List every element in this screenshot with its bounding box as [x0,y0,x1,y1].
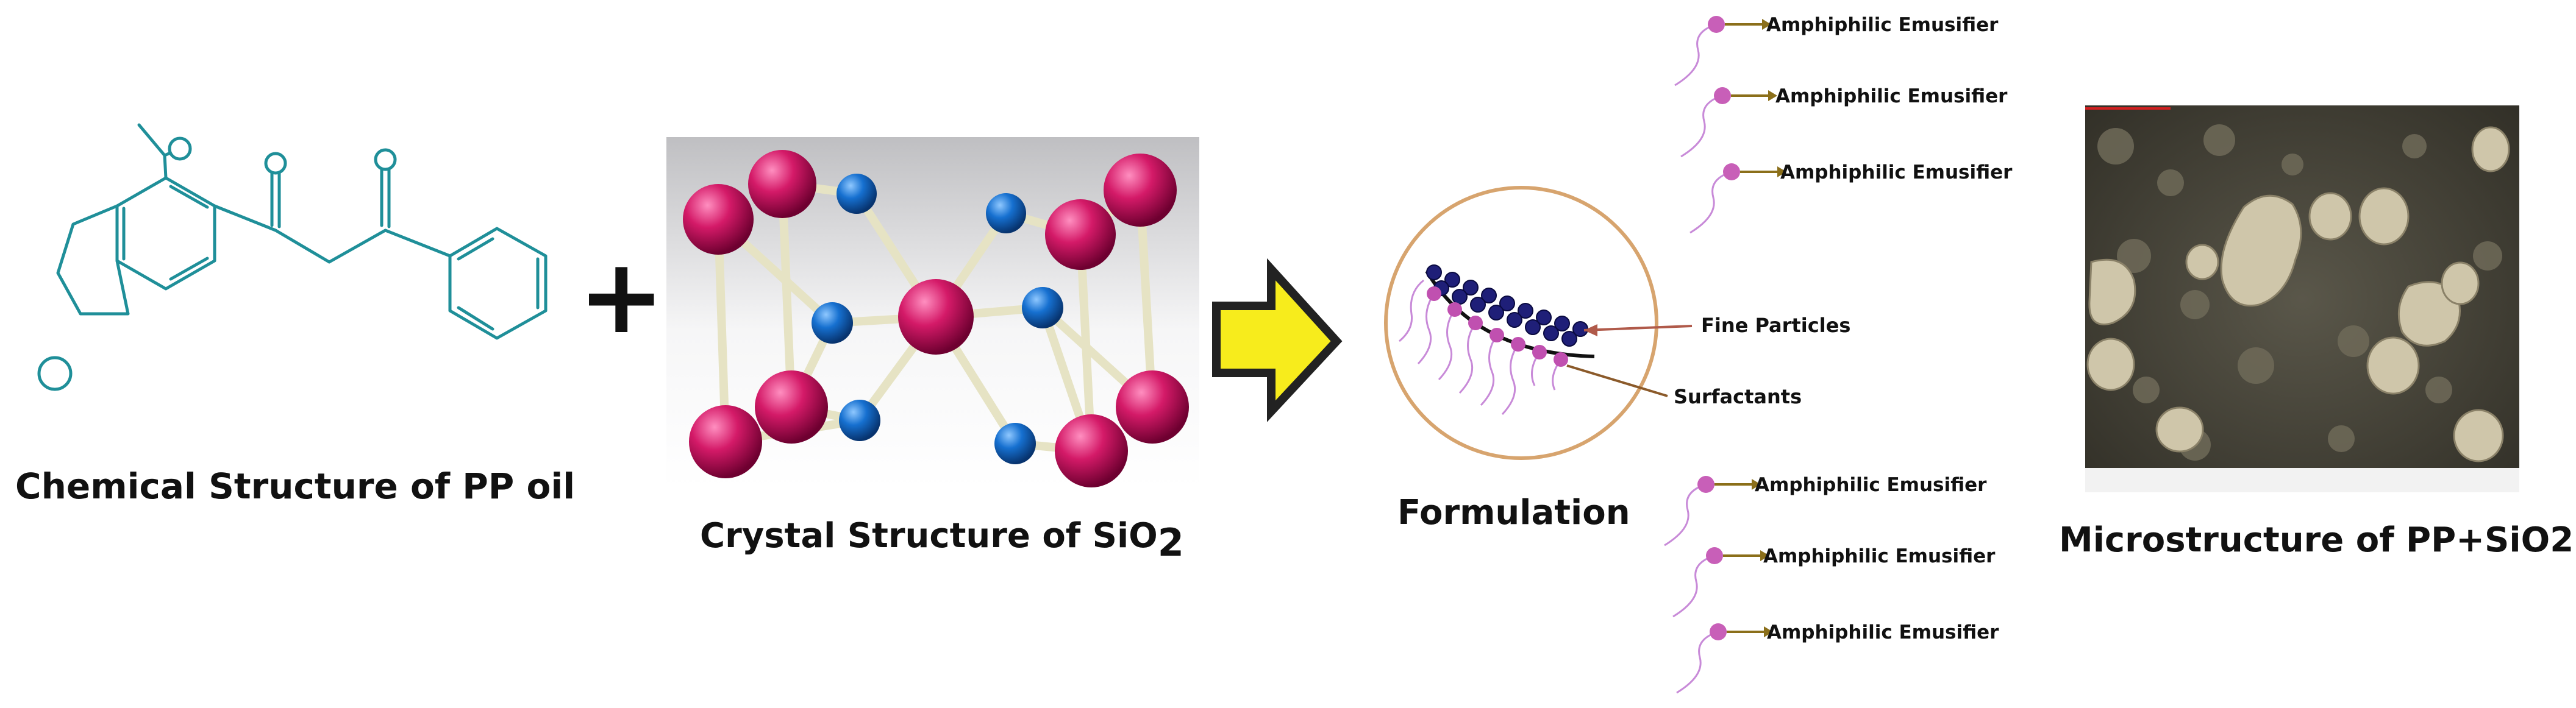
oxygen-atoms [683,150,1189,487]
caption-sio2-subscript: 2 [1158,520,1184,565]
emulsifier-top-2: Amphiphilic Emusifier [1680,85,2008,158]
surfactant-heads [1427,286,1568,367]
emulsifier-label: Amphiphilic Emusifier [1767,621,1999,643]
caption-formulation: Formulation [1397,493,1630,533]
droplets [2086,126,2510,462]
caption-sio2-main: Crystal Structure of SiO [700,516,1158,556]
emulsifier-label: Amphiphilic Emusifier [1775,85,2008,107]
emulsifier-label: Amphiphilic Emusifier [1755,474,1987,496]
micrograph-texture [2097,124,2502,461]
emulsifier-label: Amphiphilic Emusifier [1780,161,2013,183]
fine-particles-pointer [1583,325,1693,331]
plus-sign: + [578,236,665,357]
formulation-circle [1384,186,1693,460]
emulsifier-top-1: Amphiphilic Emusifier [1674,14,1999,87]
label-surfactants: Surfactants [1674,385,1802,408]
fine-particle-row [1426,264,1588,347]
label-fine-particles: Fine Particles [1701,314,1850,337]
crystal-structure [666,137,1199,489]
emulsifier-bottom-2: Amphiphilic Emusifier [1672,545,1996,618]
emulsifier-bottom-1: Amphiphilic Emusifier [1664,474,1987,547]
silicon-atoms [812,174,1063,464]
emulsifier-label: Amphiphilic Emusifier [1763,545,1996,567]
caption-pp-oil: Chemical Structure of PP oil [15,466,575,507]
emulsifier-label: Amphiphilic Emusifier [1766,14,1999,36]
caption-microstructure: Microstructure of PP+SiO2 [2059,520,2574,560]
process-arrow [1212,258,1343,422]
caption-sio2: Crystal Structure of SiO2 [700,516,1184,565]
emulsifier-top-3: Amphiphilic Emusifier [1689,161,2013,234]
pp-oil-molecule [56,123,548,340]
oxygen-markers [37,136,397,391]
micrograph [2085,105,2519,492]
emulsifier-bottom-3: Amphiphilic Emusifier [1676,621,1999,694]
surfactants-pointer [1566,364,1668,397]
